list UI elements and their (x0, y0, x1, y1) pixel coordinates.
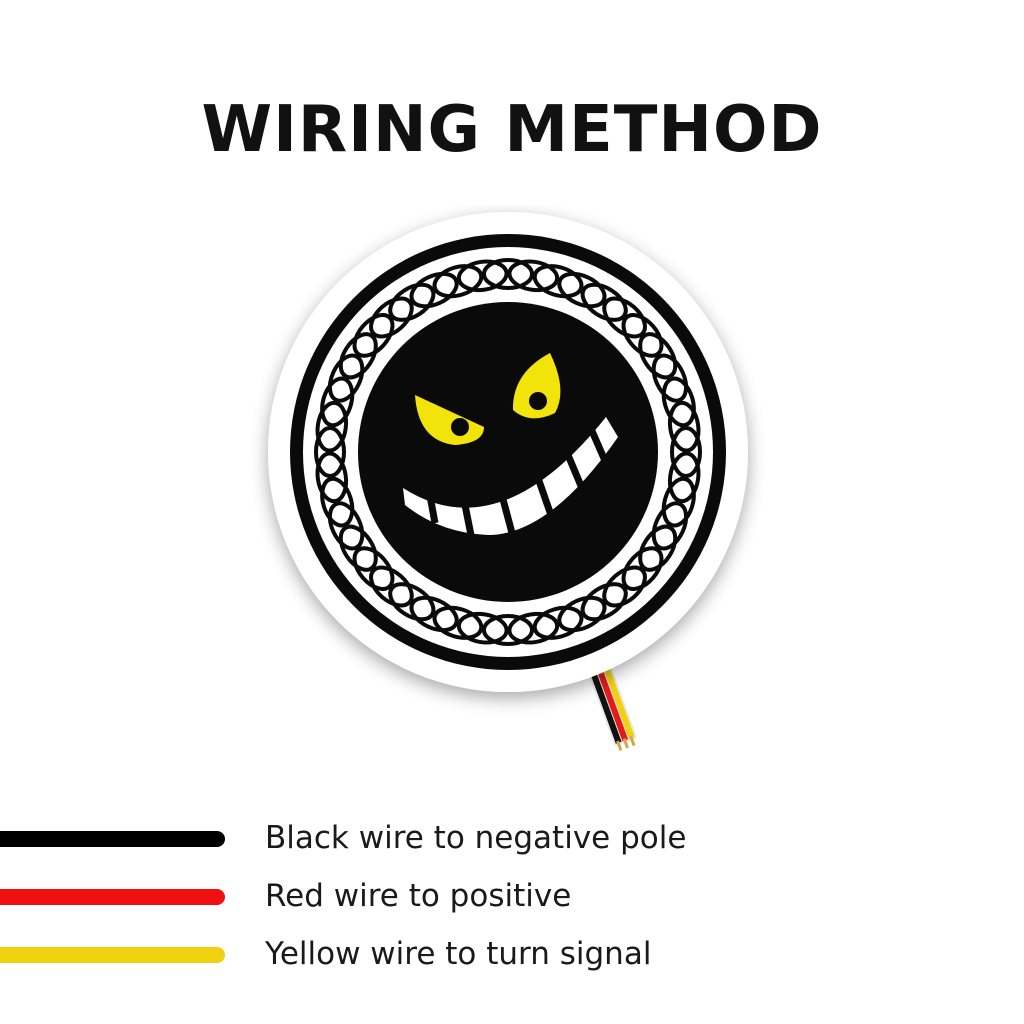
legend-label: Yellow wire to turn signal (265, 936, 652, 972)
loop-segment (602, 296, 647, 339)
loop-segment (482, 258, 534, 290)
loop-segment (409, 271, 459, 309)
legend-label: Black wire to negative pole (265, 820, 687, 856)
loop-segment (388, 582, 436, 622)
black-wire-swatch (0, 831, 225, 847)
legend-item-black-wire: Black wire to negative pole (0, 808, 1024, 866)
loop-segment (661, 476, 696, 528)
loop-segment (532, 264, 584, 299)
wiring-legend: Black wire to negative pole Red wire to … (0, 808, 1024, 998)
loop-segment (651, 501, 689, 551)
loop-segment (557, 595, 607, 633)
loop-segment (557, 271, 607, 309)
loop-segment (580, 282, 628, 322)
loop-segment (327, 353, 365, 403)
loop-segment (432, 264, 484, 299)
loop-segment (638, 524, 678, 572)
loop-segment (667, 451, 701, 504)
loop-segment (369, 565, 414, 608)
loop-segment (667, 400, 701, 453)
loop-segment (409, 595, 459, 633)
loop-segment (621, 313, 664, 358)
loop-segment (352, 313, 395, 358)
loop-segment (670, 426, 702, 478)
emblem-product-image (250, 205, 770, 765)
loop-segment (314, 426, 346, 478)
legend-label: Red wire to positive (265, 878, 572, 914)
wire-bundle (588, 665, 637, 751)
loop-segment (432, 605, 484, 640)
loop-segment (315, 451, 349, 504)
loop-segment (482, 614, 534, 646)
loop-segment (338, 524, 378, 572)
loop-segment (456, 259, 509, 293)
legend-item-yellow-wire: Yellow wire to turn signal (0, 924, 1024, 982)
loop-segment (338, 332, 378, 380)
decorative-loop-ring (314, 258, 702, 646)
legend-item-red-wire: Red wire to positive (0, 866, 1024, 924)
loop-segment (388, 282, 436, 322)
page-title: WIRING METHOD (201, 93, 823, 167)
loop-segment (661, 376, 696, 428)
loop-segment (315, 400, 349, 453)
loop-segment (602, 565, 647, 608)
red-wire-swatch (0, 889, 225, 905)
loop-segment (638, 332, 678, 380)
loop-segment (507, 259, 560, 293)
loop-segment (532, 605, 584, 640)
grinning-face (358, 302, 658, 602)
loop-segment (369, 296, 414, 339)
loop-segment (580, 582, 628, 622)
loop-segment (507, 611, 560, 645)
yellow-wire-swatch (0, 947, 225, 963)
loop-segment (320, 376, 355, 428)
loop-segment (327, 501, 365, 551)
loop-segment (320, 476, 355, 528)
grin-teeth-icon (403, 417, 618, 536)
loop-segment (621, 546, 664, 591)
loop-segment (456, 611, 509, 645)
loop-segment (651, 353, 689, 403)
angry-eyes-icon (415, 353, 561, 445)
loop-segment (352, 546, 395, 591)
